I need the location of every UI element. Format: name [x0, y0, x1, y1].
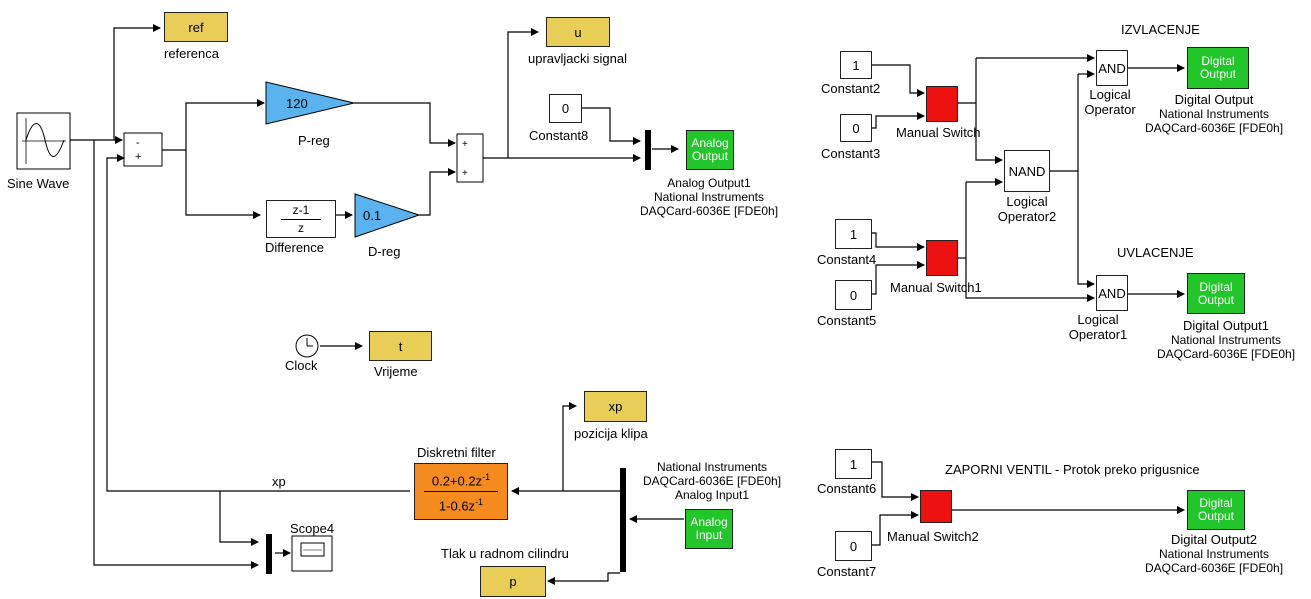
digital-output-text: Digital Output — [1199, 54, 1237, 81]
p-reg-gain-block[interactable]: 120 — [265, 81, 355, 125]
difference-denominator: z — [298, 220, 304, 235]
ref-display-label: referenca — [164, 46, 219, 61]
constant8-block[interactable]: 0 — [549, 94, 582, 123]
sum2-plus-b: + — [462, 168, 468, 179]
discrete-filter-block[interactable]: 0.2+0.2z-1 1-0.6z-1 — [414, 463, 508, 520]
t-display-block[interactable]: t — [369, 331, 432, 361]
p-reg-label: P-reg — [298, 133, 330, 148]
constant5-label: Constant5 — [817, 313, 877, 328]
scope-mux[interactable] — [266, 534, 272, 574]
xp-display-label: pozicija klipa — [574, 426, 648, 441]
digital-output1-caption: Digital Output1 National Instruments DAQ… — [1156, 318, 1296, 361]
digital-output1-block[interactable]: Digital Output — [1187, 273, 1245, 314]
p-display-block[interactable]: p — [480, 566, 546, 597]
difference-numerator: z-1 — [292, 202, 310, 217]
filter-denominator: 1-0.6z-1 — [438, 497, 484, 514]
zaporni-ventil-title: ZAPORNI VENTIL - Protok preko prigusnice — [945, 462, 1200, 477]
manual-switch1-label: Manual Switch1 — [890, 280, 982, 295]
constant7-block[interactable]: 0 — [835, 531, 872, 561]
p-reg-gain-value: 120 — [286, 96, 308, 111]
analog-input-block[interactable]: Analog Input — [685, 509, 733, 549]
constant6-block[interactable]: 1 — [835, 449, 872, 479]
sum-block-1[interactable]: - + — [123, 132, 163, 167]
t-display-label: Vrijeme — [374, 364, 418, 379]
analog-input-demux[interactable] — [620, 468, 626, 572]
scope4-label: Scope4 — [290, 521, 335, 536]
manual-switch2-block[interactable] — [920, 490, 952, 523]
logical-operator2-label: Logical Operator2 — [997, 194, 1057, 224]
sine-wave-block[interactable] — [16, 112, 71, 170]
digital-output2-caption: Digital Output2 National Instruments DAQ… — [1144, 532, 1284, 575]
constant5-block[interactable]: 0 — [835, 280, 872, 310]
manual-switch2-label: Manual Switch2 — [887, 529, 979, 544]
analog-output-mux[interactable] — [645, 130, 651, 170]
u-display-block[interactable]: u — [546, 17, 610, 47]
sum-block-2[interactable]: + + — [456, 133, 484, 183]
constant2-label: Constant2 — [821, 81, 881, 96]
constant2-block[interactable]: 1 — [840, 51, 872, 79]
filter-title: Diskretni filter — [417, 445, 496, 460]
logical-operator1-label: Logical Operator1 — [1068, 312, 1128, 342]
clock-label: Clock — [285, 358, 318, 373]
constant8-label: Constant8 — [529, 128, 589, 143]
sine-wave-label: Sine Wave — [7, 176, 70, 191]
sum2-plus-a: + — [462, 139, 468, 150]
digital-output2-block[interactable]: Digital Output — [1187, 490, 1245, 530]
digital-output1-text: Digital Output — [1197, 279, 1235, 307]
digital-output-caption: Digital Output National Instruments DAQC… — [1144, 92, 1284, 135]
filter-numerator: 0.2+0.2z-1 — [431, 471, 491, 488]
manual-switch-block[interactable] — [926, 86, 958, 122]
analog-output-text: Analog Output — [691, 136, 729, 163]
constant4-block[interactable]: 1 — [835, 219, 872, 249]
digital-output2-text: Digital Output — [1197, 496, 1235, 523]
digital-output-block[interactable]: Digital Output — [1187, 47, 1249, 89]
manual-switch1-block[interactable] — [926, 240, 958, 276]
analog-output-block[interactable]: Analog Output — [686, 130, 734, 170]
pressure-label: Tlak u radnom cilindru — [441, 546, 569, 561]
constant3-block[interactable]: 0 — [840, 114, 872, 142]
nand-block[interactable]: NAND — [1004, 150, 1050, 192]
sum1-plus: + — [135, 151, 141, 163]
constant7-label: Constant7 — [817, 564, 877, 579]
switch-glyphs — [925, 91, 955, 517]
difference-block[interactable]: z-1 z — [266, 200, 336, 238]
analog-output-caption: Analog Output1 National Instruments DAQC… — [639, 176, 779, 218]
xp-signal-label: xp — [272, 474, 286, 489]
constant3-label: Constant3 — [821, 146, 881, 161]
signal-lines — [70, 24, 1185, 585]
difference-label: Difference — [265, 240, 325, 255]
manual-switch-label: Manual Switch — [896, 125, 981, 140]
analog-input-caption: National Instruments DAQCard-6036E [FDE0… — [642, 460, 782, 502]
analog-input-text: Analog Input — [690, 515, 728, 542]
constant4-label: Constant4 — [817, 252, 877, 267]
constant6-label: Constant6 — [817, 481, 877, 496]
and-block-uvlacenje[interactable]: AND — [1096, 275, 1128, 311]
sum1-minus: - — [136, 137, 140, 149]
d-reg-gain-block[interactable]: 0.1 — [354, 193, 421, 238]
d-reg-label: D-reg — [368, 244, 401, 259]
scope4-block[interactable] — [291, 535, 333, 572]
ref-display-block[interactable]: ref — [164, 12, 228, 42]
u-display-label: upravljacki signal — [528, 51, 627, 66]
and-block-izvlacenje[interactable]: AND — [1096, 50, 1128, 86]
xp-display-block[interactable]: xp — [584, 391, 647, 422]
logical-operator-label: Logical Operator — [1084, 87, 1136, 117]
clock-block[interactable] — [295, 334, 319, 358]
uvlacenje-title: UVLACENJE — [1117, 245, 1194, 260]
izvlacenje-title: IZVLACENJE — [1121, 22, 1200, 37]
d-reg-gain-value: 0.1 — [363, 208, 381, 223]
